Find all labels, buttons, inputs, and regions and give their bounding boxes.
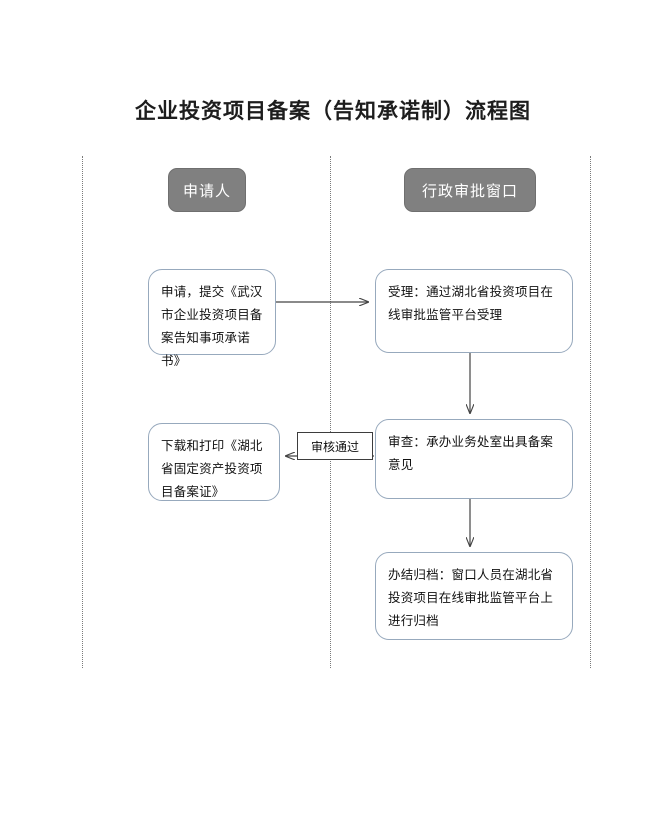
node-accept[interactable]: 受理：通过湖北省投资项目在线审批监管平台受理 [375, 269, 573, 353]
lane-header-approval-window: 行政审批窗口 [404, 168, 536, 212]
lane-divider-left [82, 156, 83, 668]
lane-header-applicant: 申请人 [168, 168, 246, 212]
page-title: 企业投资项目备案（告知承诺制）流程图 [135, 98, 531, 123]
lane-divider-right [590, 156, 591, 668]
node-review[interactable]: 审查：承办业务处室出具备案意见 [375, 419, 573, 499]
lane-divider-middle [330, 156, 331, 668]
node-download[interactable]: 下载和打印《湖北省固定资产投资项目备案证》 [148, 423, 280, 501]
node-archive[interactable]: 办结归档：窗口人员在湖北省投资项目在线审批监管平台上进行归档 [375, 552, 573, 640]
node-apply[interactable]: 申请，提交《武汉市企业投资项目备案告知事项承诺书》 [148, 269, 276, 368]
edge-label-review-passed: 审核通过 [297, 432, 373, 460]
